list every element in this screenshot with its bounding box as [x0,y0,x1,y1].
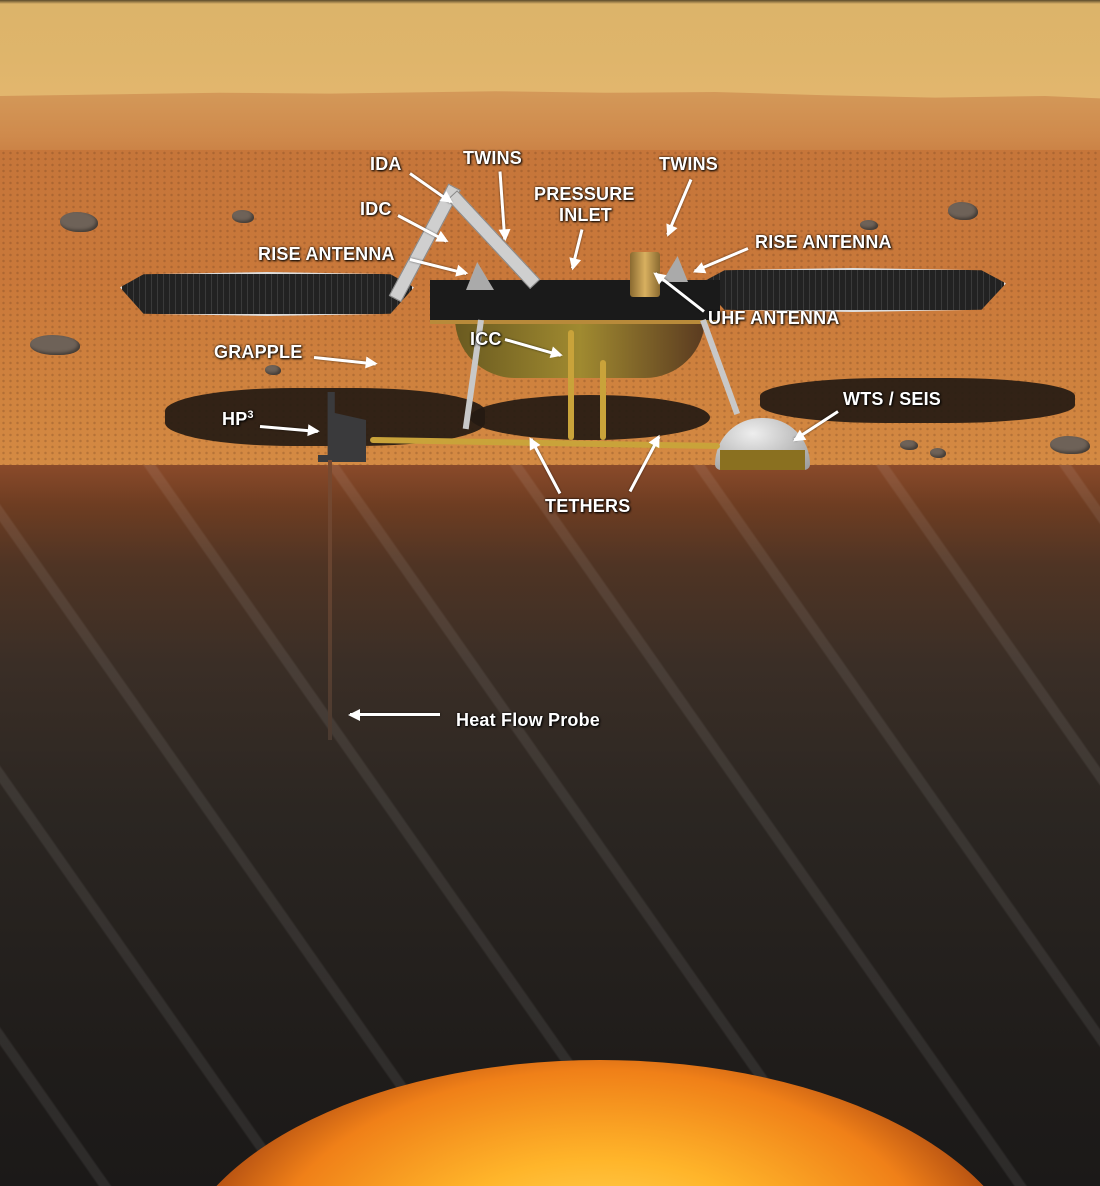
panel-shadow-right [760,378,1075,423]
rock [60,212,98,232]
rock [30,335,80,355]
lander-body [455,318,705,378]
label-wts-seis: WTS / SEIS [843,389,942,409]
label-rise-antenna-left: RISE ANTENNA [258,244,395,264]
rock [265,365,281,375]
label-idc: IDC [360,199,392,219]
label-twins-right: TWINS [659,154,718,174]
solar-panel-left [120,272,414,316]
label-ida: IDA [370,154,402,174]
label-hp3-base: HP [222,409,248,429]
seis-base [720,450,805,470]
tether [600,360,606,440]
arrow-heat-flow-probe [350,713,440,716]
martian-sky [0,0,1100,100]
label-hp3: HP3 [222,409,254,429]
rock [1050,436,1090,454]
rock [948,202,978,220]
rock [930,448,946,458]
solar-panel-right [700,268,1006,312]
label-pressure-inlet-line2: INLET [559,205,612,225]
label-pressure-inlet-line1: PRESSURE [534,184,635,204]
panel-shadow-left [165,388,485,446]
rock [900,440,918,450]
rock [860,220,878,230]
label-icc: ICC [470,329,502,349]
label-heat-flow-probe: Heat Flow Probe [456,710,601,730]
label-tethers: TETHERS [545,496,631,516]
label-rise-antenna-right: RISE ANTENNA [755,232,892,252]
rock [232,210,254,223]
label-grapple: GRAPPLE [214,342,303,362]
heat-flow-probe-shaft [328,460,332,740]
tether [568,330,574,440]
lander-shadow [470,395,710,440]
label-twins-left: TWINS [463,148,522,168]
label-uhf-antenna: UHF ANTENNA [708,308,840,328]
label-hp3-superscript: 3 [247,409,254,421]
